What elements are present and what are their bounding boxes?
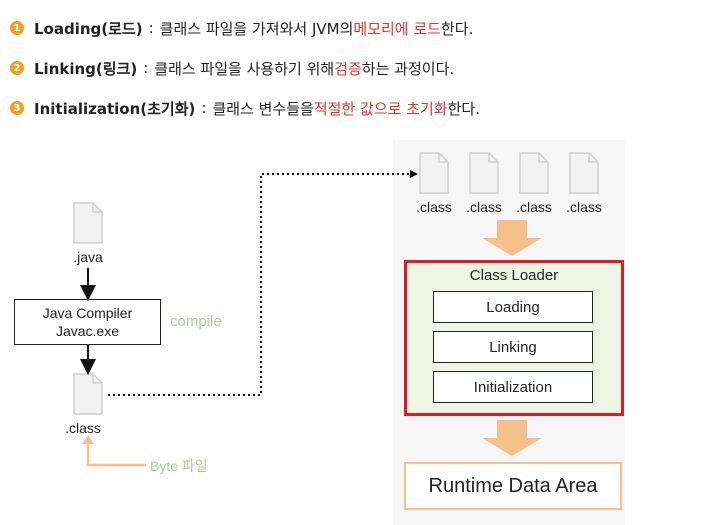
loaded-class-label-1: .class: [416, 199, 452, 215]
class-loader-title: Class Loader: [469, 267, 559, 284]
bullet-text-end: 한다.: [440, 19, 474, 38]
bullet-term: Initialization(초기화): [34, 99, 196, 118]
bullet-text-end: 하는 과정이다.: [361, 59, 455, 78]
stage-initialization: Initialization: [433, 371, 593, 403]
loader-to-runtime-big-arrow: [482, 420, 542, 456]
bullet-term: Linking(링크): [34, 59, 138, 78]
loaded-class-file-4-document-icon: [569, 152, 599, 194]
bullet-text: 클래스 변수들을: [212, 99, 314, 118]
byte-file-indicator-arrow: [86, 443, 146, 467]
compiler-exe: Javac.exe: [55, 323, 120, 339]
bullet-text-end: 한다.: [447, 99, 480, 118]
runtime-data-area-box: Runtime Data Area: [404, 462, 622, 510]
byte-file-arrowhead: [82, 435, 94, 444]
class-to-loader-dotted-path: [108, 173, 412, 396]
loaded-class-label-2: .class: [466, 199, 502, 215]
class-loader-box: Class Loader Loading Linking Initializat…: [404, 260, 624, 416]
bullet-initialization: 3 Initialization(초기화) : 클래스 변수들을 적절한 값으로…: [10, 88, 700, 128]
loaded-class-file-3-document-icon: [519, 152, 549, 194]
java-file-document-icon: [73, 202, 103, 244]
class-file-label: .class: [65, 420, 101, 436]
byte-file-label: Byte 파일: [150, 458, 208, 474]
bullet-number-3-icon: 3: [10, 101, 24, 115]
stage-linking: Linking: [433, 331, 593, 363]
bullet-term: Loading(로드): [34, 19, 143, 38]
loaded-class-file-1-document-icon: [419, 152, 449, 194]
bullet-colon: :: [148, 19, 154, 37]
bullet-colon: :: [143, 59, 149, 77]
loaded-class-label-3: .class: [516, 199, 552, 215]
stage-loading: Loading: [433, 291, 593, 323]
java-compiler-box: Java Compiler Javac.exe: [14, 299, 161, 345]
bullet-number-1-icon: 1: [10, 21, 24, 35]
loaded-class-label-4: .class: [566, 199, 602, 215]
bullet-number-2-icon: 2: [10, 61, 24, 75]
java-file-label: .java: [73, 249, 103, 265]
bullet-colon: :: [201, 99, 207, 117]
dotted-path-arrowhead: [410, 170, 418, 178]
files-to-loader-big-arrow: [482, 220, 542, 256]
bullet-highlight: 적절한 값으로 초기화: [313, 99, 448, 118]
bullet-highlight: 검증: [334, 59, 362, 78]
compiler-name: Java Compiler: [42, 305, 133, 321]
class-loader-diagram: .java Java Compiler Javac.exe compile .c…: [0, 140, 702, 525]
bullet-text: 클래스 파일을 가져와서 JVM의: [159, 19, 354, 38]
diagram-connectors: [80, 170, 542, 467]
bullet-loading: 1 Loading(로드) : 클래스 파일을 가져와서 JVM의 메모리에 로…: [10, 8, 700, 48]
loaded-class-file-2-document-icon: [469, 152, 499, 194]
bullet-highlight: 메모리에 로드: [353, 19, 441, 38]
bullet-text: 클래스 파일을 사용하기 위해: [154, 59, 335, 78]
bullet-list: 1 Loading(로드) : 클래스 파일을 가져와서 JVM의 메모리에 로…: [10, 8, 700, 128]
compile-label: compile: [170, 313, 222, 330]
